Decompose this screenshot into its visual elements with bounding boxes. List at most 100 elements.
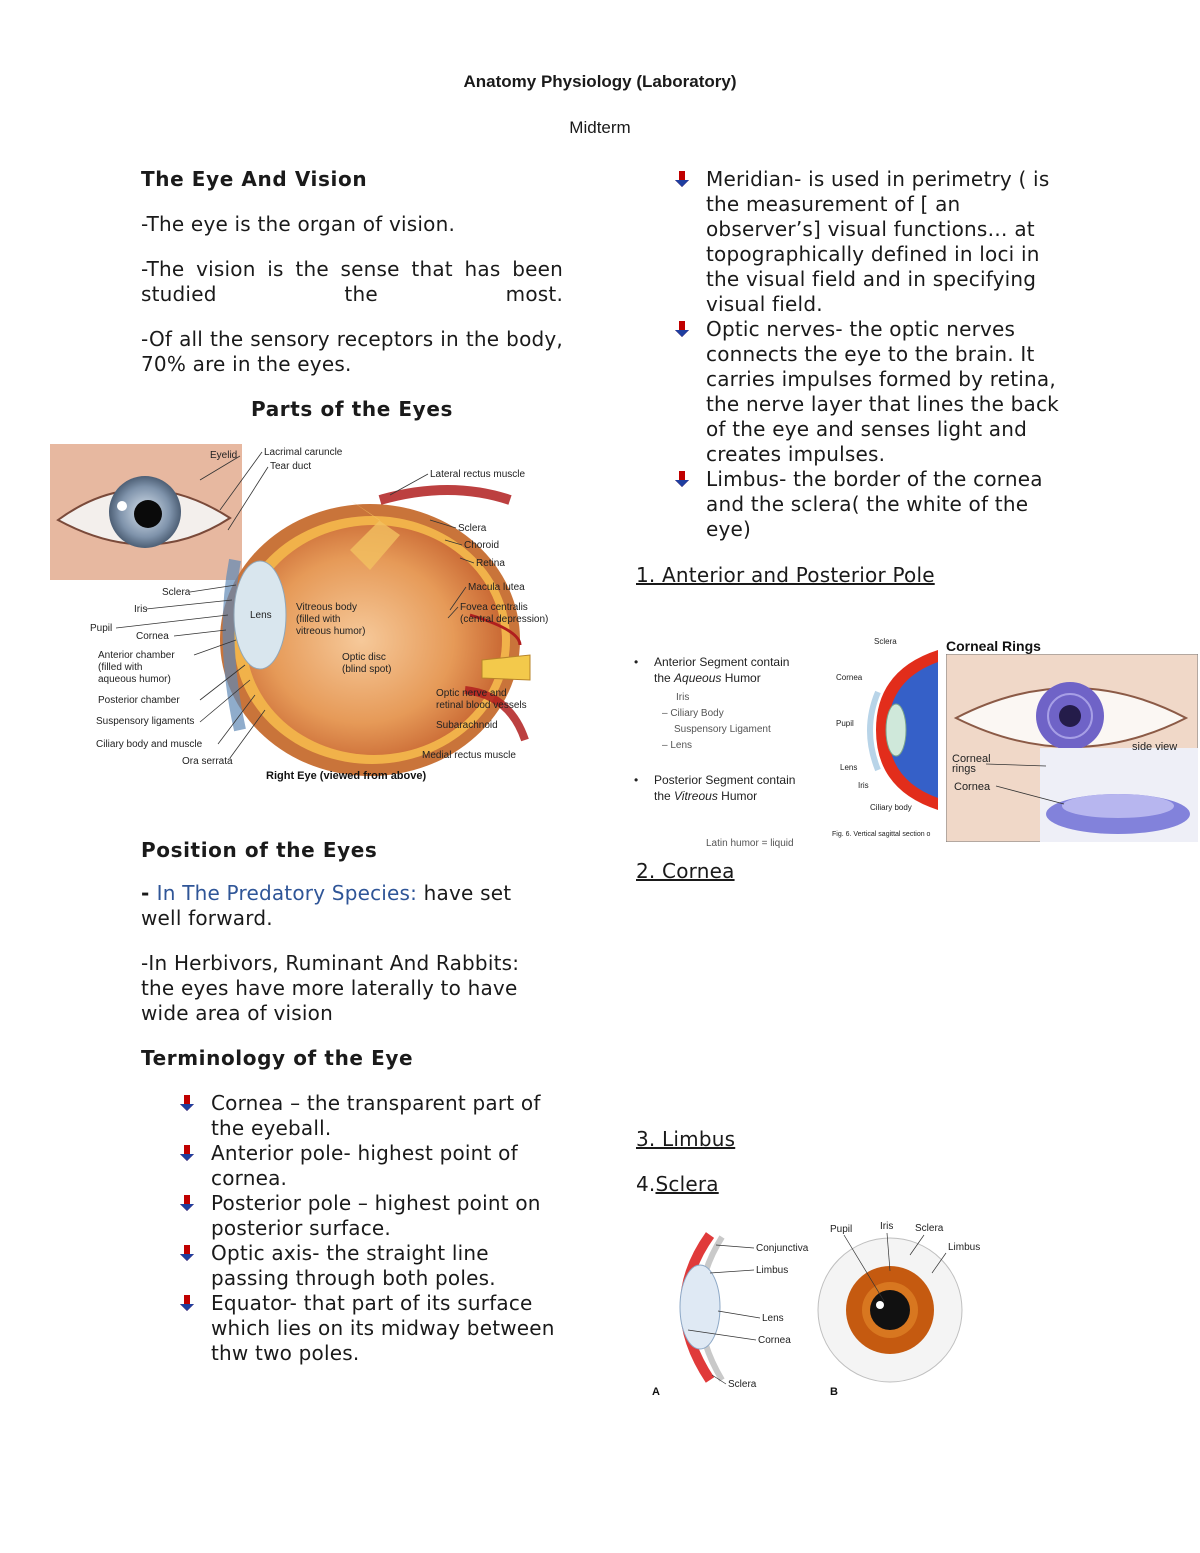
svg-text:Retina: Retina — [476, 558, 505, 569]
svg-text:Fovea centralis: Fovea centralis — [460, 602, 528, 613]
svg-text:Iris: Iris — [858, 781, 869, 790]
terminology-heading: Terminology of the Eye — [141, 1046, 414, 1070]
position-heading: Position of the Eyes — [141, 838, 378, 862]
svg-text:Sclera: Sclera — [874, 637, 897, 646]
svg-text:Lens: Lens — [840, 763, 857, 772]
svg-text:Optic disc: Optic disc — [342, 652, 386, 663]
svg-text:Lateral rectus muscle: Lateral rectus muscle — [430, 469, 525, 480]
svg-text:Lens: Lens — [250, 610, 272, 621]
svg-text:Ciliary body and muscle: Ciliary body and muscle — [96, 739, 203, 750]
svg-text:Posterior chamber: Posterior chamber — [98, 695, 180, 706]
heading-sclera-number: 4. — [636, 1172, 656, 1196]
svg-text:Optic nerve and: Optic nerve and — [436, 688, 507, 699]
eye-anatomy-figure: Eyelid Lacrimal caruncle Tear duct Later… — [50, 444, 548, 782]
svg-text:Pupil: Pupil — [836, 719, 854, 728]
arrow-bullet-icon — [180, 1245, 194, 1261]
svg-text:Cornea: Cornea — [954, 781, 991, 793]
arrow-bullet-icon — [675, 321, 689, 337]
list-item: Optic nerves- the optic nerves connects … — [636, 317, 1066, 467]
svg-text:Posterior Segment contain: Posterior Segment contain — [654, 773, 795, 787]
svg-text:vitreous humor): vitreous humor) — [296, 626, 365, 637]
svg-text:Medial rectus muscle: Medial rectus muscle — [422, 750, 516, 761]
svg-text:retinal blood vessels: retinal blood vessels — [436, 700, 527, 711]
corneal-rings-photo: side view Corneal rings Cornea — [946, 654, 1198, 842]
parts-heading: Parts of the Eyes — [250, 397, 453, 421]
paragraph-herbivors: -In Herbivors, Ruminant And Rabbits: the… — [141, 951, 520, 1025]
section-heading-eye-and-vision: The Eye And Vision — [141, 167, 368, 191]
svg-text:(filled with: (filled with — [296, 614, 340, 625]
svg-text:•: • — [634, 655, 638, 669]
svg-text:Cornea: Cornea — [136, 631, 169, 642]
svg-text:Latin humor = liquid: Latin humor = liquid — [706, 838, 794, 849]
list-item: Anterior pole- highest point of cornea. — [141, 1141, 571, 1191]
list-item: Equator- that part of its surface which … — [141, 1291, 571, 1366]
svg-text:A: A — [652, 1386, 660, 1398]
svg-text:the Vitreous Humor: the Vitreous Humor — [654, 789, 757, 803]
svg-text:•: • — [634, 773, 638, 787]
corneal-rings-figure: Corneal Rings side view Corneal rings Co… — [944, 634, 1198, 842]
list-item: Cornea – the transparent part of the eye… — [141, 1091, 571, 1141]
svg-text:Eyelid: Eyelid — [210, 450, 237, 461]
document-title: Anatomy Physiology (Laboratory) — [463, 72, 737, 91]
lens-diagram — [679, 1264, 721, 1350]
svg-text:Suspensory ligaments: Suspensory ligaments — [96, 716, 194, 727]
svg-text:Macula lutea: Macula lutea — [468, 582, 525, 593]
list-item: Meridian- is used in perimetry ( is the … — [636, 167, 1066, 317]
svg-text:Tear duct: Tear duct — [270, 461, 311, 472]
arrow-bullet-icon — [675, 171, 689, 187]
pupil-brown — [870, 1290, 910, 1330]
svg-text:Lens: Lens — [762, 1313, 784, 1324]
terminology-list: Cornea – the transparent part of the eye… — [141, 1091, 571, 1366]
heading-anterior-posterior-pole: 1. Anterior and Posterior Pole — [636, 563, 935, 587]
svg-text:Ora serrata: Ora serrata — [182, 756, 233, 767]
arrow-bullet-icon — [180, 1095, 194, 1111]
svg-text:Anterior chamber: Anterior chamber — [98, 650, 175, 661]
svg-text:Iris: Iris — [676, 692, 689, 703]
heading-cornea: 2. Cornea — [636, 859, 735, 883]
svg-text:Subarachnoid: Subarachnoid — [436, 720, 498, 731]
document-subtitle: Midterm — [569, 118, 631, 137]
svg-text:(central depression): (central depression) — [460, 614, 548, 625]
svg-text:rings: rings — [952, 763, 976, 775]
paragraph-predatory: - In The Predatory Species: have set wel… — [141, 881, 541, 931]
svg-text:Suspensory Ligament: Suspensory Ligament — [674, 724, 771, 735]
predatory-species-label: In The Predatory Species: — [156, 881, 418, 905]
predatory-species-rest: have set well forward. — [141, 881, 512, 930]
arrow-bullet-icon — [675, 471, 689, 487]
list-item: Optic axis- the straight line passing th… — [141, 1241, 571, 1291]
svg-text:Corneal: Corneal — [952, 753, 991, 765]
list-item: Posterior pole – highest point on poster… — [141, 1191, 571, 1241]
paragraph-vision: -The vision is the sense that has been s… — [141, 257, 563, 306]
svg-text:Sclera: Sclera — [458, 523, 487, 534]
svg-text:Pupil: Pupil — [830, 1224, 852, 1235]
arrow-bullet-icon — [180, 1145, 194, 1161]
heading-sclera: 4.Sclera — [636, 1172, 719, 1196]
right-terminology-list: Meridian- is used in perimetry ( is the … — [636, 167, 1066, 542]
pupil-violet — [1059, 705, 1081, 727]
svg-text:Sclera: Sclera — [728, 1379, 757, 1390]
svg-text:– Ciliary Body: – Ciliary Body — [662, 708, 724, 719]
svg-text:(filled with: (filled with — [98, 662, 142, 673]
svg-text:Ciliary body: Ciliary body — [870, 803, 912, 812]
heading-limbus: 3. Limbus — [636, 1127, 736, 1151]
svg-text:Vitreous body: Vitreous body — [296, 602, 357, 613]
segment-figure: • Anterior Segment contain the Aqueous H… — [634, 637, 938, 849]
svg-text:Cornea: Cornea — [758, 1335, 791, 1346]
svg-text:Choroid: Choroid — [464, 540, 499, 551]
svg-text:Iris: Iris — [134, 604, 147, 615]
svg-text:(blind spot): (blind spot) — [342, 664, 391, 675]
svg-text:Sclera: Sclera — [162, 587, 191, 598]
svg-text:Cornea: Cornea — [836, 673, 863, 682]
anterior-segment-text: Anterior Segment contain — [654, 655, 789, 669]
svg-text:Lacrimal caruncle: Lacrimal caruncle — [264, 447, 343, 458]
pupil-photo — [134, 500, 162, 528]
svg-text:Conjunctiva: Conjunctiva — [756, 1243, 809, 1254]
svg-text:Right Eye (viewed from above): Right Eye (viewed from above) — [266, 770, 426, 782]
list-item: Limbus- the border of the cornea and the… — [636, 467, 1066, 542]
sclera-limbus-figure: Conjunctiva Limbus Lens Cornea Sclera A … — [652, 1221, 980, 1398]
lens-section — [233, 560, 287, 670]
svg-text:Limbus: Limbus — [948, 1242, 980, 1253]
svg-text:Pupil: Pupil — [90, 623, 112, 634]
svg-text:Fig. 6. Vertical sagittal sect: Fig. 6. Vertical sagittal section o — [832, 831, 931, 838]
paragraph-receptors: -Of all the sensory receptors in the bod… — [141, 327, 563, 376]
